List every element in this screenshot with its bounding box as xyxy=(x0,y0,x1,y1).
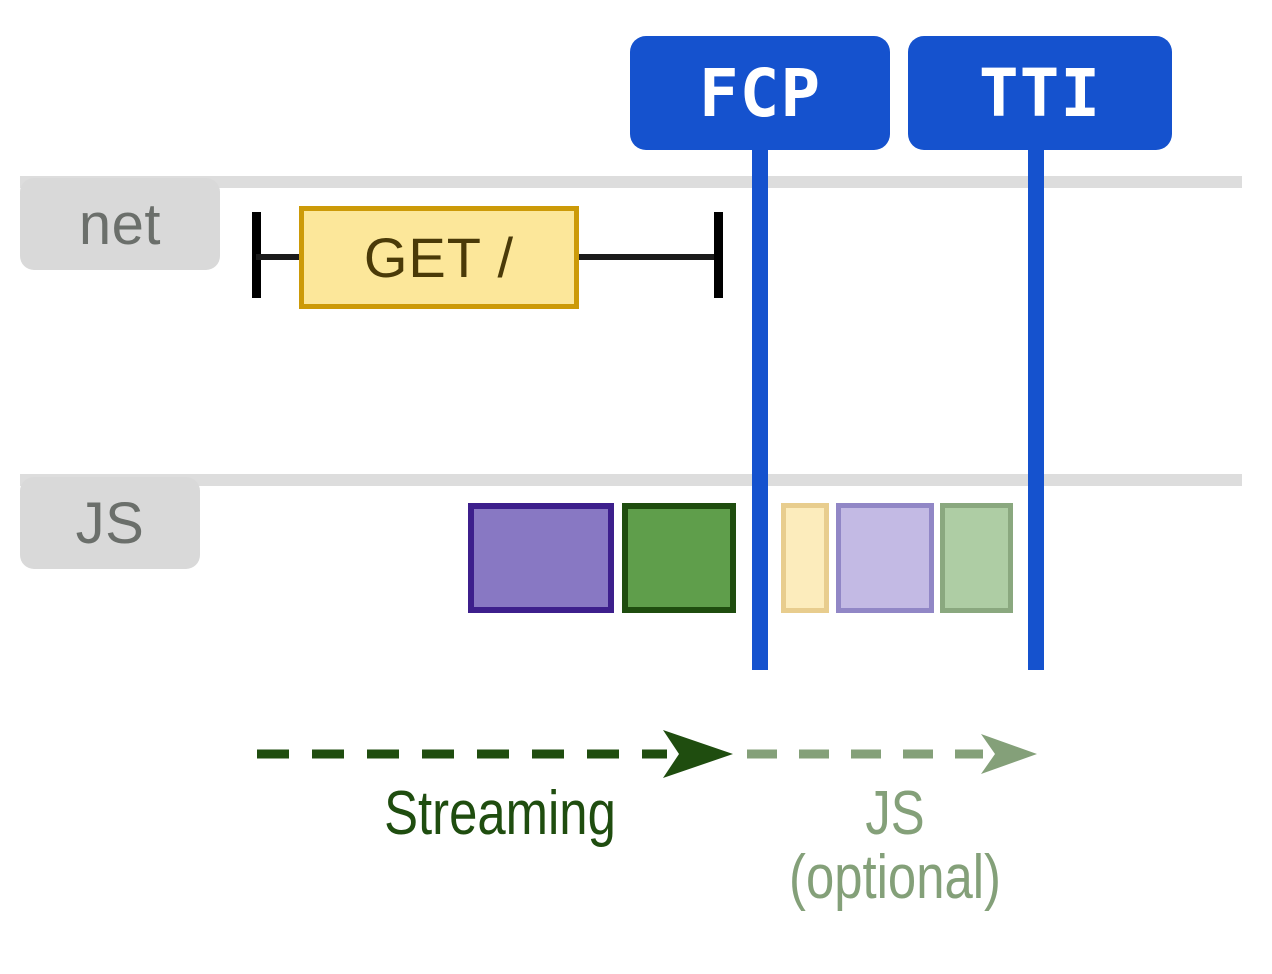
lane-label-net-text: net xyxy=(78,191,162,257)
lane-label-net: net xyxy=(20,178,220,270)
js-optional-phase-caption: JS (optional) xyxy=(789,779,1001,913)
lane-label-js-text: JS xyxy=(75,490,145,556)
js-task-block-2-optional[interactable] xyxy=(781,503,829,613)
streaming-phase-arrow-icon xyxy=(257,730,733,778)
js-task-block-4-optional[interactable] xyxy=(940,503,1013,613)
js-optional-phase-arrow-icon xyxy=(747,734,1037,774)
request-whisker-line-start xyxy=(256,254,306,260)
marker-badge-fcp[interactable]: FCP xyxy=(630,36,890,150)
js-task-block-0[interactable] xyxy=(468,503,614,613)
network-request-bar[interactable]: GET / xyxy=(299,206,579,309)
lane-label-js: JS xyxy=(20,477,200,569)
marker-line-fcp xyxy=(752,140,768,670)
marker-line-tti xyxy=(1028,140,1044,670)
request-whisker-line-end xyxy=(574,254,719,260)
lane-rail-net xyxy=(20,176,1242,188)
js-task-block-3-optional[interactable] xyxy=(836,503,934,613)
lane-rail-js xyxy=(20,474,1242,486)
marker-badge-fcp-label: FCP xyxy=(698,54,822,132)
streaming-phase-caption: Streaming xyxy=(384,779,616,848)
marker-badge-tti-label: TTI xyxy=(978,54,1102,132)
request-whisker-cap-end xyxy=(714,212,723,298)
marker-badge-tti[interactable]: TTI xyxy=(908,36,1172,150)
network-request-label: GET / xyxy=(363,226,515,289)
js-task-block-1[interactable] xyxy=(622,503,736,613)
